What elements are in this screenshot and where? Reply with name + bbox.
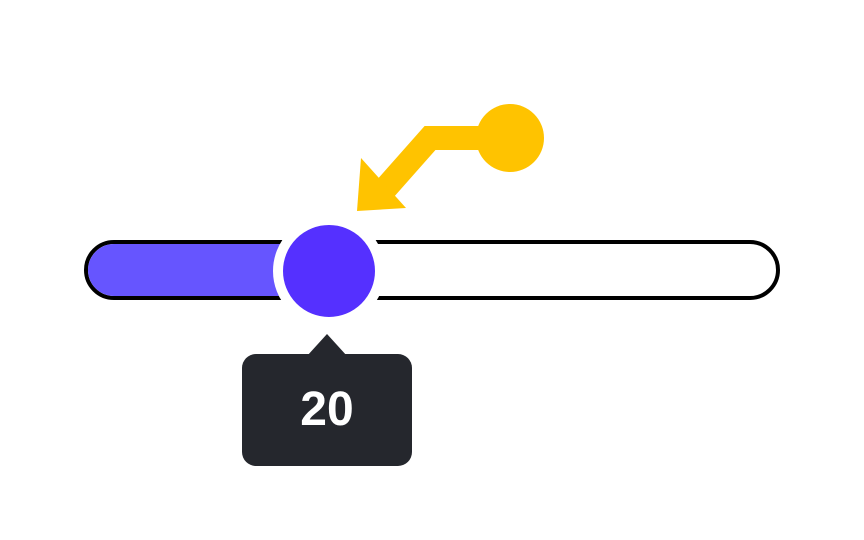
tooltip-caret — [307, 334, 347, 356]
slider-track[interactable] — [84, 240, 780, 300]
tooltip-body: 20 — [242, 354, 412, 466]
slider-thumb[interactable] — [273, 215, 385, 327]
value-tooltip: 20 — [242, 334, 412, 466]
slider-fill — [88, 244, 305, 296]
tooltip-value: 20 — [300, 383, 354, 436]
